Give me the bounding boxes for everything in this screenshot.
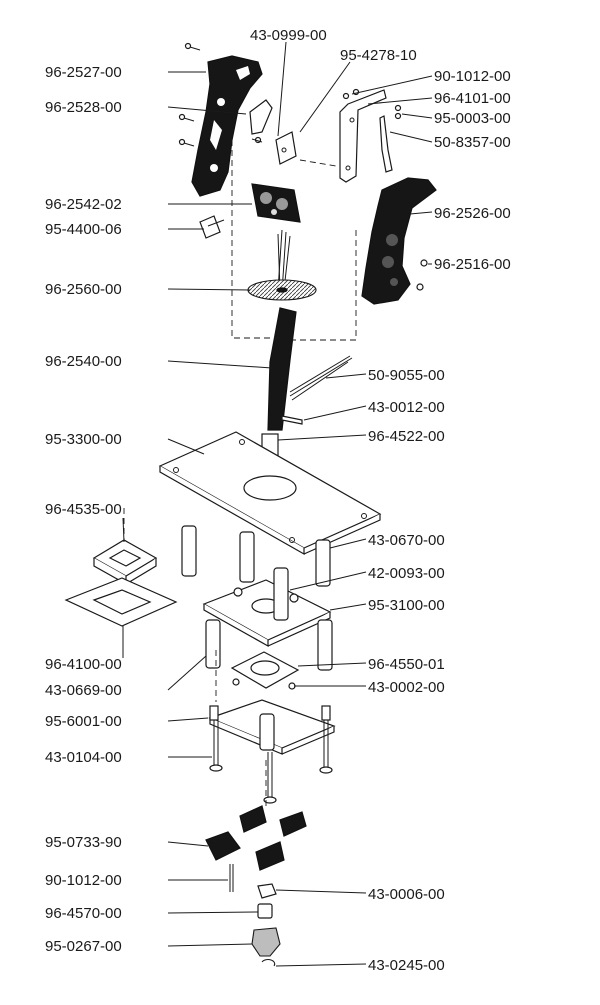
label-95-3100-00: 95-3100-00 [368, 597, 445, 614]
screws-right [416, 259, 428, 291]
shaft [267, 307, 297, 431]
standoffs-lower [205, 619, 333, 671]
boot-disk [247, 279, 317, 301]
label-43-0104-00: 43-0104-00 [45, 749, 122, 766]
label-90-1012-00-bottom: 90-1012-00 [45, 872, 122, 889]
pin [281, 415, 303, 425]
label-95-0733-90: 95-0733-90 [45, 834, 122, 851]
bracket [339, 88, 402, 183]
mid-plate [202, 579, 332, 648]
label-43-0002-00: 43-0002-00 [368, 679, 445, 696]
standoffs-upper [181, 525, 331, 587]
long-screws [209, 720, 333, 804]
label-96-2516-00: 96-2516-00 [434, 256, 511, 273]
label-42-0093-00: 42-0093-00 [368, 565, 445, 582]
e-clip [261, 959, 276, 967]
screws-left [178, 42, 263, 147]
bearing-plate [230, 651, 300, 690]
label-43-0999-00: 43-0999-00 [250, 27, 327, 44]
nut [257, 883, 277, 899]
label-96-2540-00: 96-2540-00 [45, 353, 122, 370]
base-gasket [64, 577, 178, 627]
left-handle-shell [191, 55, 263, 197]
label-96-2527-00: 96-2527-00 [45, 64, 122, 81]
label-95-4278-10: 95-4278-10 [340, 47, 417, 64]
label-96-4550-01: 96-4550-01 [368, 656, 445, 673]
bottom-plate [208, 699, 336, 755]
label-95-0003-00: 95-0003-00 [434, 110, 511, 127]
part-labels: 43-0999-00 95-4278-10 96-2527-00 90-1012… [45, 27, 511, 974]
micro-switches [205, 805, 307, 871]
label-43-0245-00: 43-0245-00 [368, 957, 445, 974]
wire-harness [289, 355, 353, 401]
label-95-3300-00: 95-3300-00 [45, 431, 122, 448]
label-43-0670-00: 43-0670-00 [368, 532, 445, 549]
leader-lines [122, 41, 433, 967]
bottom-knob [251, 927, 281, 957]
label-96-2526-00: 96-2526-00 [434, 205, 511, 222]
connector [199, 215, 225, 239]
label-43-0012-00: 43-0012-00 [368, 399, 445, 416]
label-96-4522-00: 96-4522-00 [368, 428, 445, 445]
label-43-0006-00: 43-0006-00 [368, 886, 445, 903]
switch-screw [229, 864, 234, 892]
label-50-9055-00: 50-9055-00 [368, 367, 445, 384]
switch-module [251, 183, 301, 223]
label-50-8357-00: 50-8357-00 [434, 134, 511, 151]
label-95-4400-06: 95-4400-06 [45, 221, 122, 238]
right-handle-shell [361, 177, 437, 305]
leaf-spring [379, 115, 393, 173]
label-96-4100-00: 96-4100-00 [45, 656, 122, 673]
label-95-6001-00: 95-6001-00 [45, 713, 122, 730]
micro-switch-small [275, 131, 297, 165]
spacer-bushing [257, 903, 273, 919]
trigger [249, 99, 273, 135]
label-43-0669-00: 43-0669-00 [45, 682, 122, 699]
label-96-2560-00: 96-2560-00 [45, 281, 122, 298]
label-96-4570-00: 96-4570-00 [45, 905, 122, 922]
label-96-4101-00: 96-4101-00 [434, 90, 511, 107]
label-96-4535-00: 96-4535-00 [45, 501, 122, 518]
alignment-guides [123, 140, 357, 810]
label-95-0267-00: 95-0267-00 [45, 938, 122, 955]
label-96-2528-00: 96-2528-00 [45, 99, 122, 116]
gasket-upper [92, 539, 158, 586]
label-90-1012-00-top: 90-1012-00 [434, 68, 511, 85]
center-post [273, 567, 289, 621]
label-96-2542-02: 96-2542-02 [45, 196, 122, 213]
